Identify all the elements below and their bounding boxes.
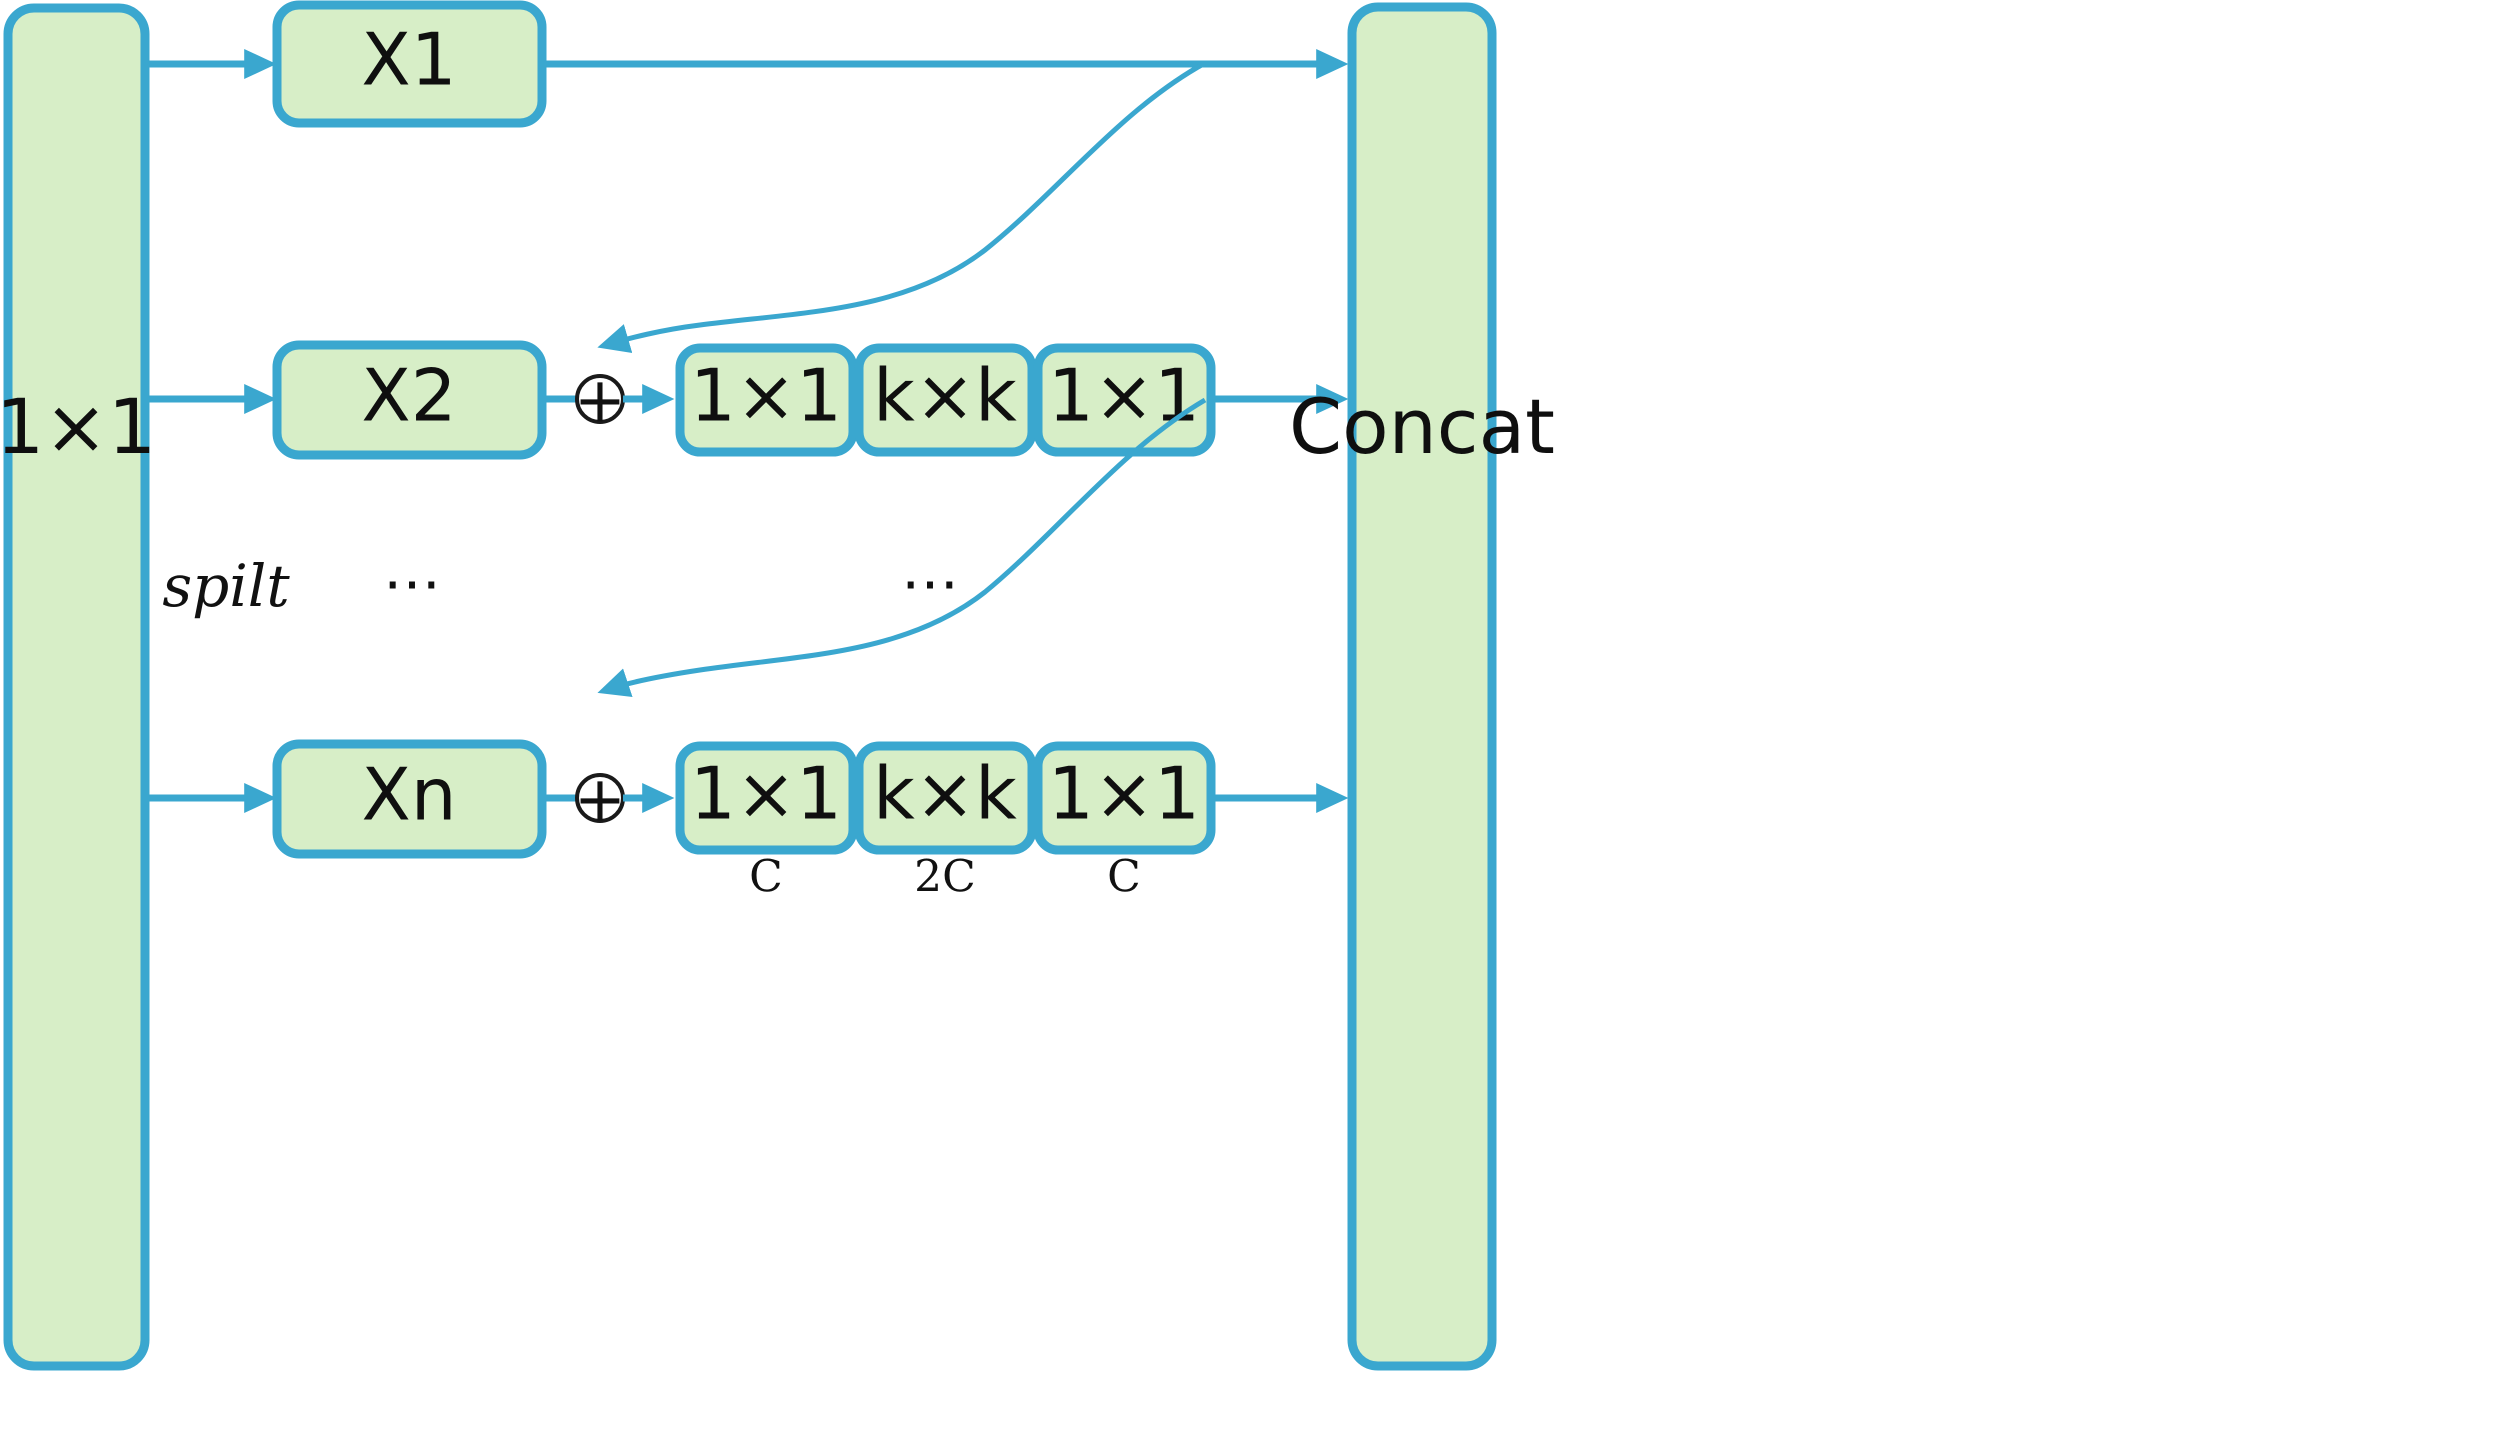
branch-2-conv-0-box[interactable] (675, 343, 858, 457)
branch-n-conv-0-channels: C (749, 852, 783, 903)
split-block[interactable]: 1×1 (0, 3, 156, 1371)
branch-n-split-label: Xn (362, 753, 457, 837)
branch-n-add-node[interactable]: + (574, 763, 626, 836)
concat-block[interactable]: Concat (1289, 2, 1555, 1371)
skip-curve-to-branch-2 (597, 60, 1207, 353)
branch-2-conv-1-box[interactable] (854, 343, 1037, 457)
branch-n-conv-0-label: 1×1 (690, 752, 842, 836)
branch-n-conv-1-label: k×k (873, 752, 1017, 836)
concat-block-label: Concat (1289, 382, 1555, 471)
branch-2-add-symbol: + (574, 364, 626, 437)
branch-2-conv-2-label: 1×1 (1048, 354, 1200, 438)
branch-1-split-label: X1 (361, 18, 456, 102)
branch-2-add-node[interactable]: + (574, 364, 626, 437)
ellipsis-left: ⋯ (383, 549, 441, 617)
branch-n-group: Xn + 1×1 C k×k 2C 1×1 C (272, 739, 1349, 903)
branch-n-conv-2-channels: C (1107, 852, 1141, 903)
concat-block-rect[interactable] (1347, 2, 1497, 1371)
branch-n-conv-1-box[interactable] (854, 741, 1037, 855)
branch-n-add-symbol: + (574, 763, 626, 836)
branch-2-conv-0-label: 1×1 (690, 354, 842, 438)
split-annotation-label: spilt (162, 552, 290, 620)
branch-n-conv-1-channels: 2C (914, 852, 976, 903)
branch-2-conv-1-label: k×k (873, 354, 1017, 438)
branch-n-conv-0-box[interactable] (675, 741, 858, 855)
skip-curve-to-branch-n (597, 397, 1207, 697)
split-block-rect[interactable] (3, 3, 150, 1371)
branch-1-group: X1 (272, 0, 1349, 128)
branch-2-split-label: X2 (361, 354, 456, 438)
branch-2-group: X2 + 1×1 k×k 1×1 (272, 340, 1349, 460)
branch-n-conv-2-label: 1×1 (1048, 752, 1200, 836)
ellipsis-right: ⋯ (901, 549, 959, 617)
split-block-label: 1×1 (0, 382, 156, 471)
